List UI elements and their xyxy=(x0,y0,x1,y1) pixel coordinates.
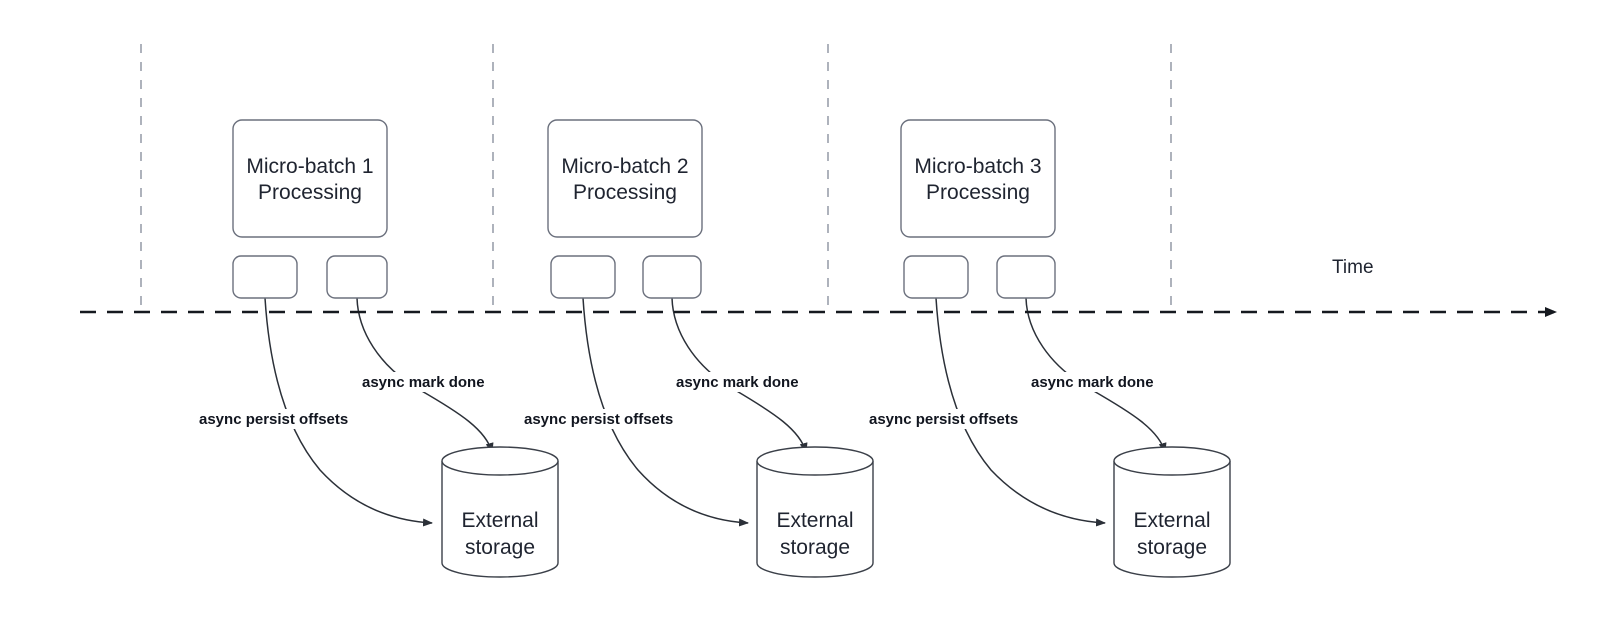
edge-label-mark-done-2: async mark done xyxy=(676,374,799,391)
external-storage-3-body xyxy=(1113,461,1231,578)
micro-batch-1-label-line1: Micro-batch 1 xyxy=(246,155,373,178)
task-box-1b[interactable] xyxy=(326,255,388,299)
time-axis-label: Time xyxy=(1332,257,1374,278)
external-storage-1[interactable]: External storage xyxy=(441,446,559,578)
micro-batch-3-label-line1: Micro-batch 3 xyxy=(914,155,1041,178)
time-axis: Time xyxy=(80,257,1557,317)
external-storage-1-body xyxy=(441,461,559,578)
label-mask-3a xyxy=(866,409,1044,429)
edge-persist-offsets-3 xyxy=(935,297,1106,527)
external-storage-2-label-line1: External xyxy=(776,509,853,532)
external-storage-1-top xyxy=(441,446,559,476)
micro-batch-3-label-line2: Processing xyxy=(926,181,1030,204)
task-box-3a[interactable] xyxy=(903,255,969,299)
label-mask-2b xyxy=(673,372,814,392)
external-storage-1-label-line1: External xyxy=(461,509,538,532)
external-storage-3-label-line2: storage xyxy=(1137,536,1207,559)
edge-label-persist-offsets-2: async persist offsets xyxy=(524,411,673,428)
edge-label-mark-done-1: async mark done xyxy=(362,374,485,391)
edge-label-persist-offsets-1: async persist offsets xyxy=(199,411,348,428)
micro-batch-2-box[interactable] xyxy=(547,119,703,238)
micro-batch-1-label-line2: Processing xyxy=(258,181,362,204)
micro-batch-2-label-line2: Processing xyxy=(573,181,677,204)
group-3: Micro-batch 3 Processing External storag… xyxy=(866,119,1231,578)
label-mask-3b xyxy=(1028,372,1169,392)
external-storage-1-label-line2: storage xyxy=(465,536,535,559)
micro-batch-2-label-line1: Micro-batch 2 xyxy=(561,155,688,178)
task-box-1a[interactable] xyxy=(232,255,298,299)
task-box-2b[interactable] xyxy=(642,255,702,299)
edge-label-persist-offsets-3: async persist offsets xyxy=(869,411,1018,428)
group-2: Micro-batch 2 Processing External storag… xyxy=(521,119,874,578)
external-storage-3-top xyxy=(1113,446,1231,476)
dividers-group xyxy=(140,44,1172,312)
group-1: Micro-batch 1 Processing External storag… xyxy=(196,119,559,578)
edge-label-mark-done-3: async mark done xyxy=(1031,374,1154,391)
label-mask-1a xyxy=(196,409,374,429)
external-storage-2-body xyxy=(756,461,874,578)
external-storage-3-label-line1: External xyxy=(1133,509,1210,532)
external-storage-2-top xyxy=(756,446,874,476)
edge-persist-offsets-1 xyxy=(264,297,433,527)
label-mask-1b xyxy=(359,372,500,392)
task-box-3b[interactable] xyxy=(996,255,1056,299)
external-storage-2-label-line2: storage xyxy=(780,536,850,559)
micro-batch-3-box[interactable] xyxy=(900,119,1056,238)
label-mask-2a xyxy=(521,409,699,429)
edge-persist-offsets-2 xyxy=(582,297,749,527)
external-storage-2[interactable]: External storage xyxy=(756,446,874,578)
task-box-2a[interactable] xyxy=(550,255,616,299)
micro-batch-1-box[interactable] xyxy=(232,119,388,238)
external-storage-3[interactable]: External storage xyxy=(1113,446,1231,578)
